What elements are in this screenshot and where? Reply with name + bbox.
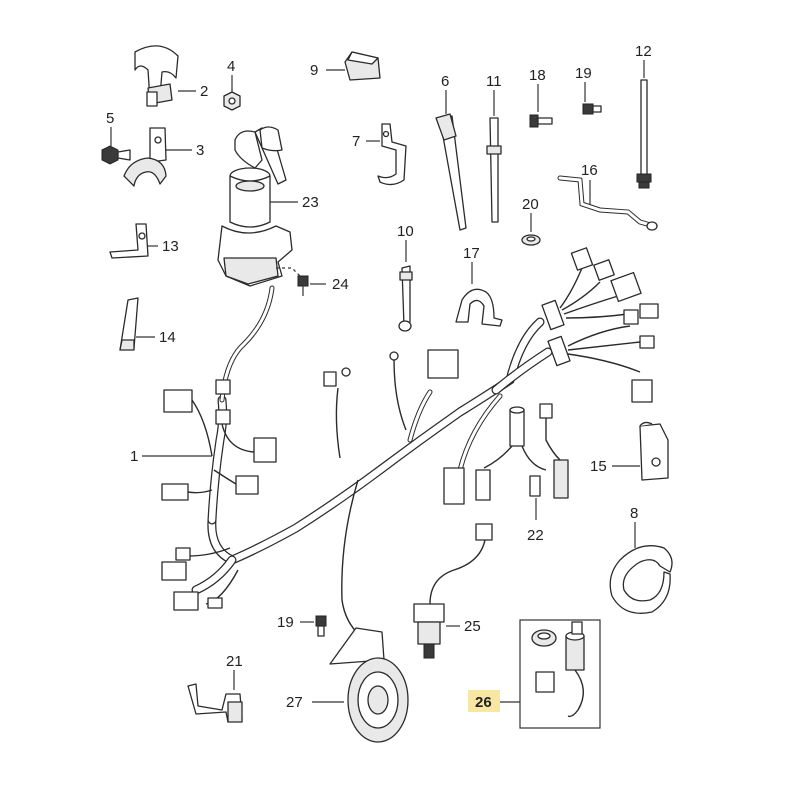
part-20-grommet[interactable] [521,213,541,246]
callout-22[interactable]: 22 [527,527,544,544]
callout-27[interactable]: 27 [286,694,303,711]
part-17-clip[interactable] [455,262,503,327]
callout-12[interactable]: 12 [635,43,652,60]
part-19-screw-top[interactable] [582,82,602,115]
callout-1[interactable]: 1 [130,448,138,465]
callout-5[interactable]: 5 [106,110,114,127]
part-10-strap[interactable] [398,240,413,332]
callout-18[interactable]: 18 [529,67,546,84]
callout-13[interactable]: 13 [162,238,179,255]
part-21-bracket[interactable] [187,670,243,723]
callout-7[interactable]: 7 [352,133,360,150]
callout-15[interactable]: 15 [590,458,607,475]
part-7-hook[interactable] [366,123,407,186]
part-16-rod[interactable] [557,175,658,231]
part-4-nut[interactable] [223,75,241,111]
callout-11[interactable]: 11 [486,73,502,90]
part-1-wire-harness[interactable] [142,247,659,647]
callout-26[interactable]: 26 [475,694,492,711]
callout-4[interactable]: 4 [227,58,235,75]
part-14-bracket[interactable] [119,297,155,351]
part-24-screw[interactable] [276,267,326,296]
part-6-cable-tie[interactable] [435,90,467,231]
part-19-screw-bottom[interactable] [300,615,327,637]
part-23-ignition-switch[interactable] [217,126,298,287]
callout-23[interactable]: 23 [302,194,319,211]
part-18-bolt[interactable] [529,84,553,128]
part-5-bolt[interactable] [101,127,131,165]
part-8-clamp[interactable] [609,522,673,614]
callout-2[interactable]: 2 [200,83,208,100]
part-11-tie[interactable] [486,90,502,223]
callout-8[interactable]: 8 [630,505,638,522]
callout-10[interactable]: 10 [397,223,414,240]
part-3-bracket-clamp[interactable] [123,127,192,187]
part-25-sensor[interactable] [413,603,460,659]
callout-20[interactable]: 20 [522,196,539,213]
part-2-clamp[interactable] [134,45,196,107]
callout-labels: 1 2 3 4 5 6 7 8 9 10 11 12 13 14 15 16 1… [106,43,652,711]
callout-24[interactable]: 24 [332,276,349,293]
callout-9[interactable]: 9 [310,62,318,79]
part-9-block[interactable] [326,51,381,81]
part-13-bracket[interactable] [109,223,158,259]
part-27-horn[interactable] [312,627,409,743]
callout-3[interactable]: 3 [196,142,204,159]
callout-19-bottom[interactable]: 19 [277,614,294,631]
part-26-assembly-kit[interactable] [500,619,601,729]
callout-6[interactable]: 6 [441,73,449,90]
callout-25[interactable]: 25 [464,618,481,635]
callout-17[interactable]: 17 [463,245,480,262]
part-12-long-bolt[interactable] [636,60,652,189]
part-22-relay[interactable] [529,403,569,520]
callout-26-highlight [468,690,500,712]
callout-21[interactable]: 21 [226,653,243,670]
callout-16[interactable]: 16 [581,162,598,179]
callout-14[interactable]: 14 [159,329,176,346]
callout-19-top[interactable]: 19 [575,65,592,82]
part-15-bracket[interactable] [612,421,669,481]
